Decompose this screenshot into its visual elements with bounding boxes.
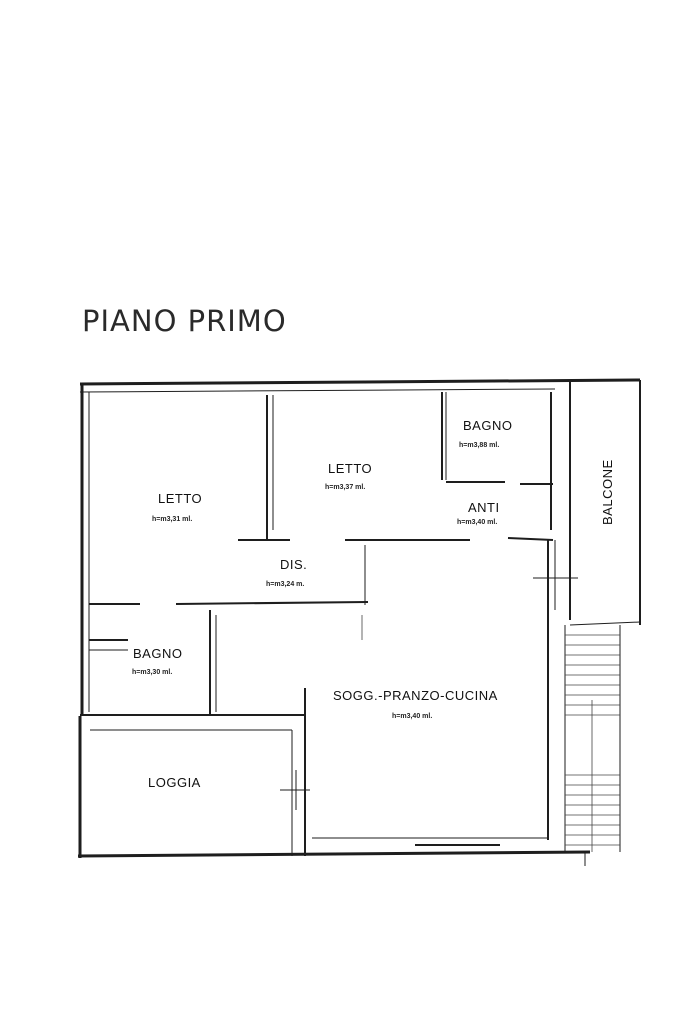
room-dis-name: DIS. — [280, 557, 307, 572]
plan-title: PIANO PRIMO — [82, 304, 287, 338]
interior-walls — [80, 392, 578, 856]
room-balcone-name: BALCONE — [600, 459, 615, 525]
room-letto-1-name: LETTO — [158, 491, 202, 506]
room-bagno-2-name: BAGNO — [133, 646, 182, 661]
room-soggiorno-area: h=m3,40 ml. — [392, 713, 432, 720]
room-dis-area: h=m3,24 m. — [266, 581, 304, 588]
room-labels: LETTO h=m3,31 ml. LETTO h=m3,37 ml. BAGN… — [132, 418, 615, 790]
room-soggiorno-name: SOGG.-PRANZO-CUCINA — [333, 688, 498, 703]
room-bagno-2-area: h=m3,30 ml. — [132, 669, 172, 676]
room-anti-name: ANTI — [468, 500, 500, 515]
room-bagno-1-name: BAGNO — [463, 418, 512, 433]
room-loggia-name: LOGGIA — [148, 775, 201, 790]
room-letto-2-name: LETTO — [328, 461, 372, 476]
outer-walls — [77, 378, 641, 858]
room-letto-2-area: h=m3,37 ml. — [325, 484, 365, 491]
staircase — [564, 625, 621, 866]
room-anti-area: h=m3,40 ml. — [457, 519, 497, 526]
room-bagno-1-area: h=m3,88 ml. — [459, 442, 499, 449]
room-letto-1-area: h=m3,31 ml. — [152, 516, 192, 523]
